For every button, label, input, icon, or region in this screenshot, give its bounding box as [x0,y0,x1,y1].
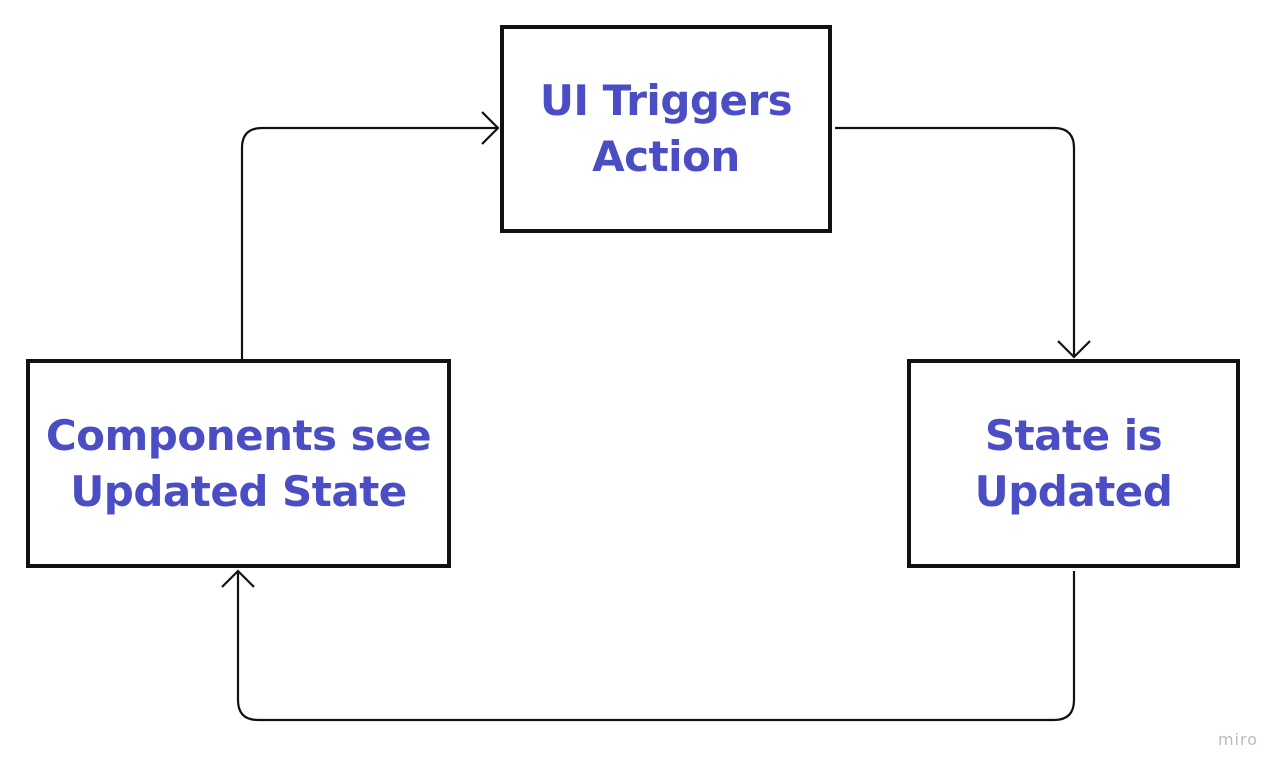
node-state-is-updated: State is Updated [907,359,1240,568]
node-ui-triggers-action-label: UI Triggers Action [539,76,793,181]
edge-ui-to-state [835,126,1076,356]
arrowhead-into-state [1057,340,1091,359]
node-components-see-updated-state-label: Components see Updated State [45,410,432,516]
node-state-is-updated-label: State is Updated [974,410,1173,516]
miro-watermark: miro [1217,730,1258,749]
node-ui-triggers-action: UI Triggers Action [500,25,832,233]
edge-components-to-ui [240,126,497,359]
arrowhead-into-ui [481,111,500,145]
edge-state-to-components [236,571,1076,722]
node-components-see-updated-state: Components see Updated State [26,359,451,568]
arrowhead-into-components [221,569,255,588]
